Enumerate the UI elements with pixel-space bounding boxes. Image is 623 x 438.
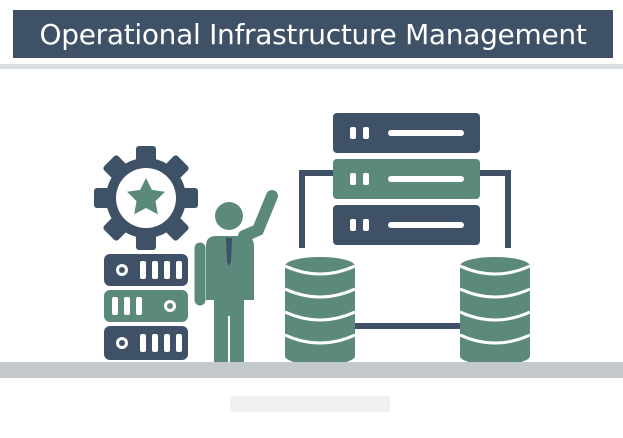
database-icon — [284, 257, 356, 365]
database-icon — [459, 257, 531, 365]
page-title: Operational Infrastructure Management — [39, 17, 587, 51]
rack-server-icon — [333, 113, 480, 245]
divider — [0, 64, 623, 69]
connector-lines — [299, 170, 511, 329]
businessman-icon — [194, 190, 278, 362]
floor-bar — [0, 362, 623, 378]
server-stack-icon — [104, 254, 188, 360]
page-title-bar: Operational Infrastructure Management — [13, 10, 613, 58]
caption-placeholder — [230, 396, 390, 412]
gear-star-icon — [94, 146, 198, 250]
